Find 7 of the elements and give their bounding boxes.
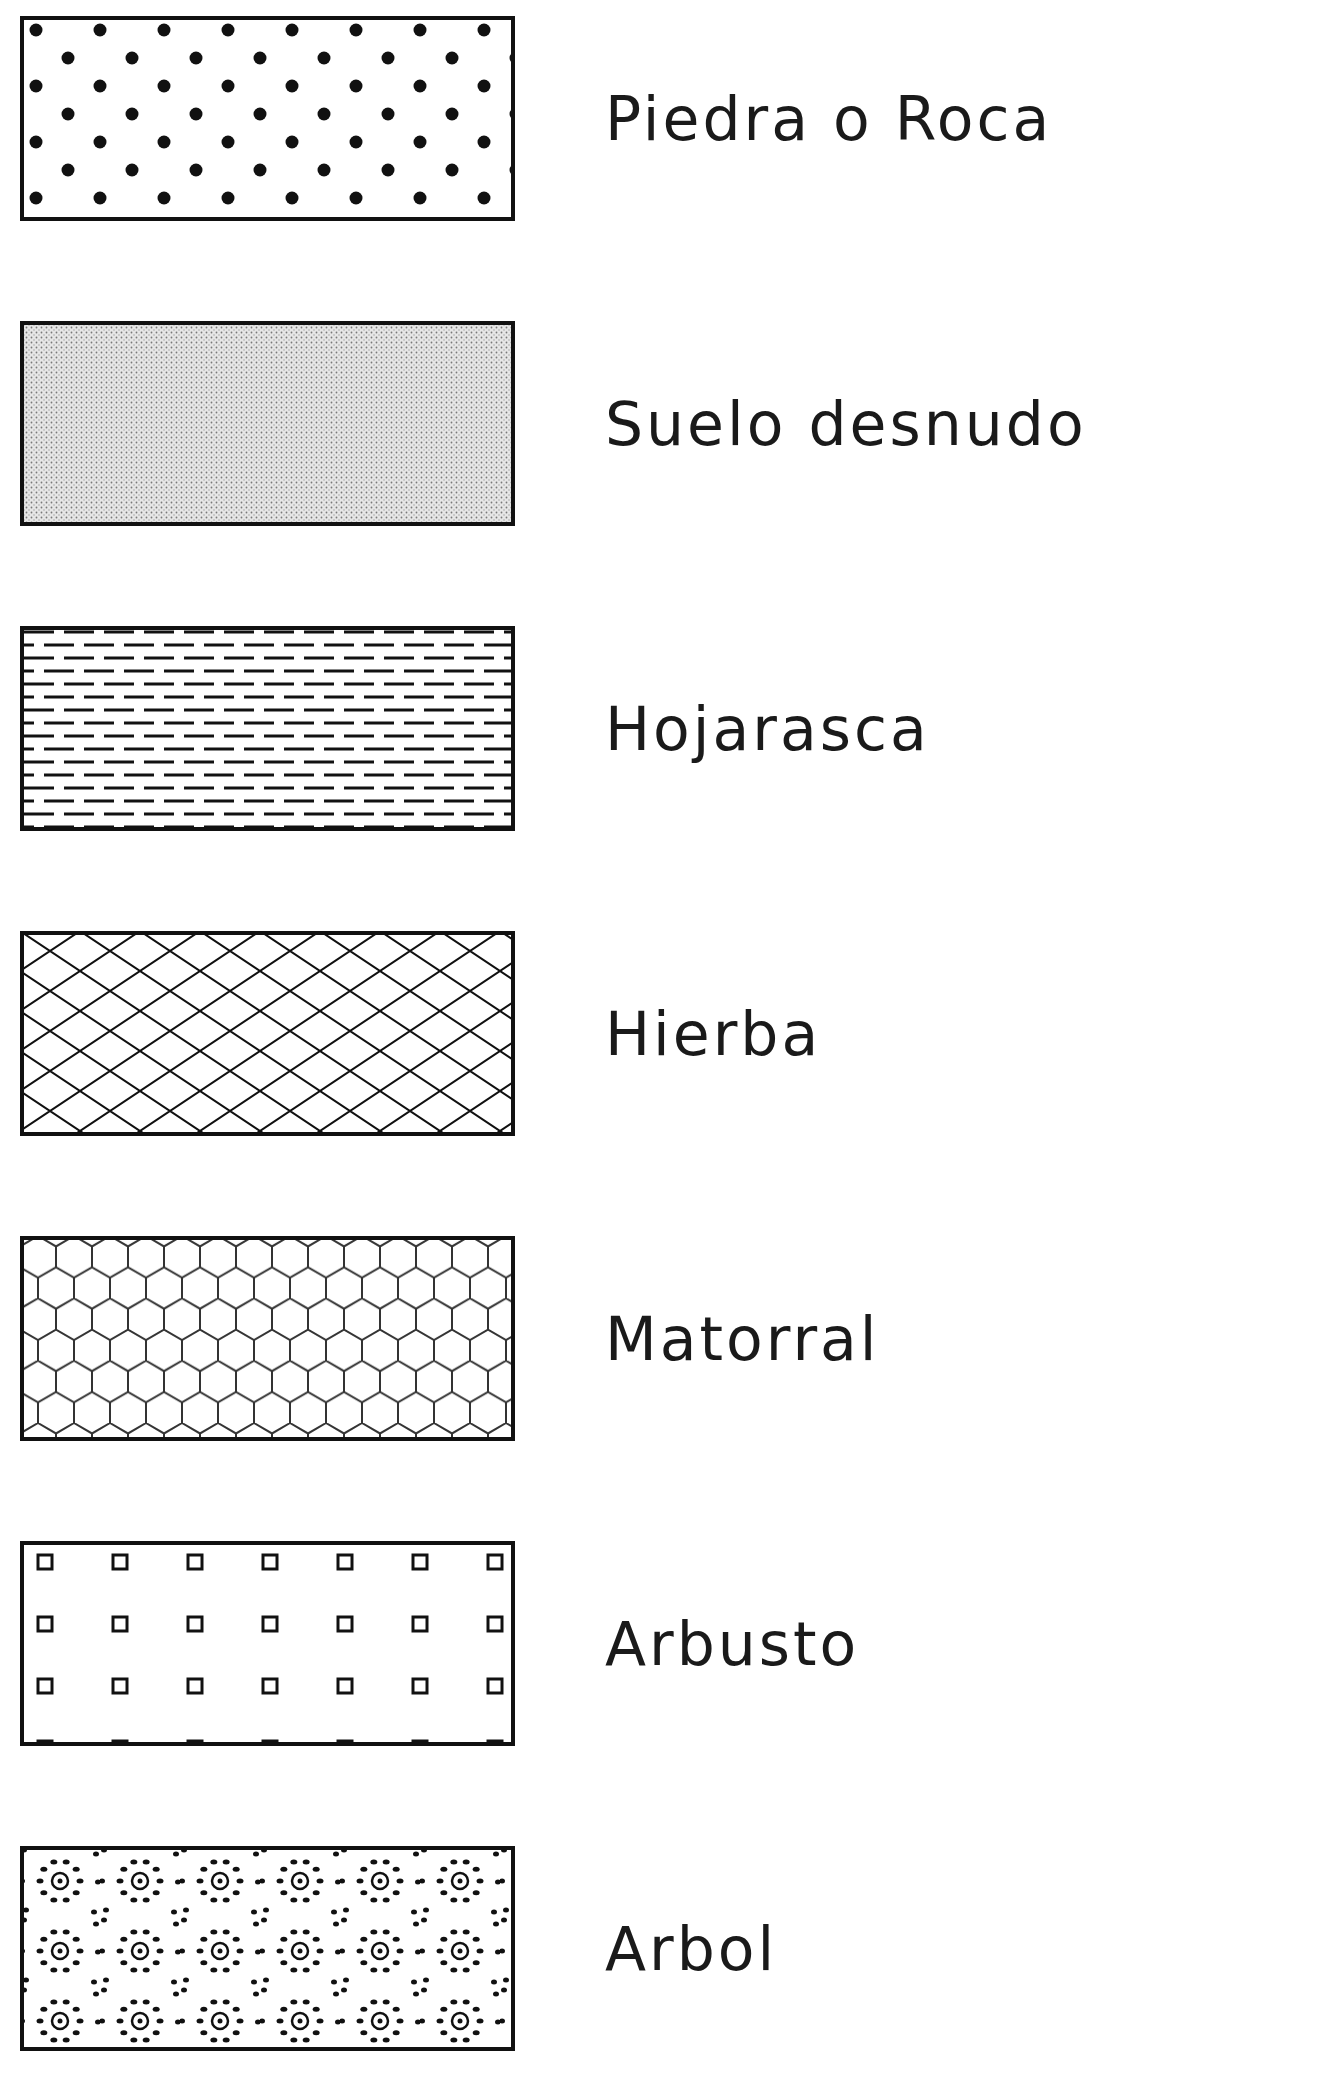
legend-label: Matorral [605, 1303, 880, 1374]
legend-label: Hierba [605, 998, 822, 1069]
legend-label: Arbol [605, 1913, 778, 1984]
legend-label: Arbusto [605, 1608, 860, 1679]
legend-label: Suelo desnudo [605, 388, 1087, 459]
legend-label: Piedra o Roca [605, 83, 1053, 154]
legend-label: Hojarasca [605, 693, 930, 764]
